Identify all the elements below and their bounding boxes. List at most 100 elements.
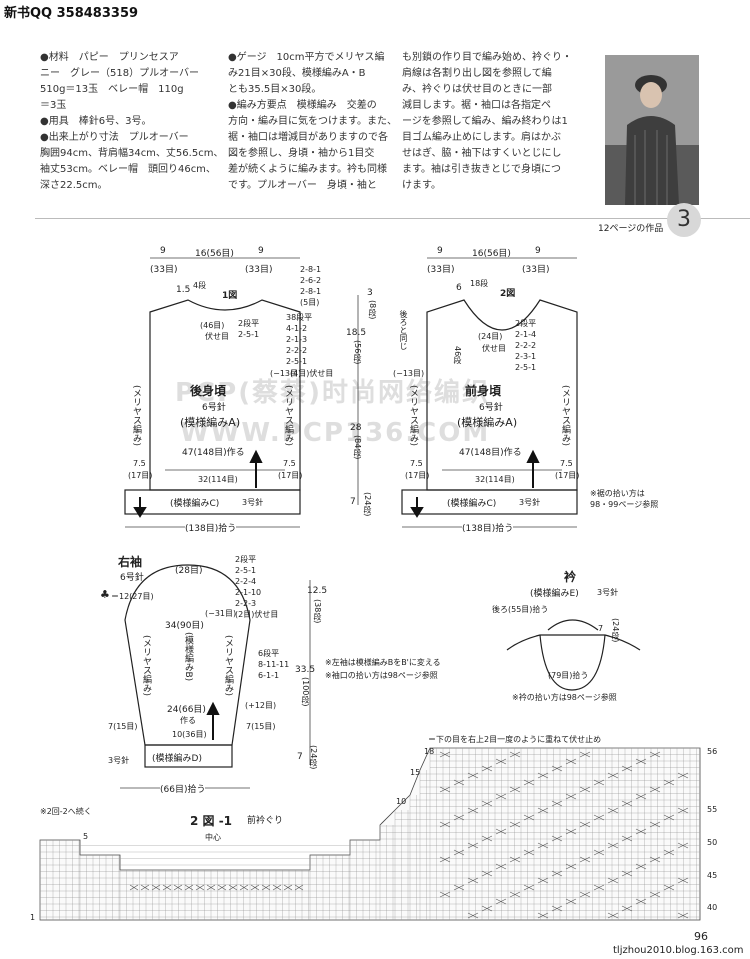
chart-cable-mark: [294, 884, 304, 891]
chart-legend: ＝下の目を右上2目一度のように重ねて伏せ止め: [428, 735, 602, 744]
watermark-line1: PCP(蔡蔡)时尚网络编织: [175, 378, 490, 408]
back-dim-18-5: 18.5: [346, 328, 367, 338]
instructions-line: ます。袖は引き抜きとじで身頃につ: [402, 164, 561, 175]
chart-cable-mark: [162, 884, 172, 891]
chart-cable-mark: [495, 828, 507, 835]
front-top-dim-center: 16(56目): [472, 249, 511, 259]
front-ribbing: (模様編みC): [447, 499, 497, 509]
back-body-name: 後身頃: [190, 384, 227, 398]
instructions-column: も別鎖の作り目で編み始め、衿ぐり・肩線は各割り出し図を参照して編み、衿ぐりは伏せ…: [402, 50, 592, 194]
sleeve-note2: ※袖口の拾い方は98ページ参照: [325, 671, 438, 680]
chart-cable-mark: [565, 793, 577, 800]
front-fig-label: 2図: [500, 289, 516, 299]
back-dim-56rows: (56段): [353, 340, 362, 365]
chart-cable-mark: [239, 884, 249, 891]
chart-row-45: 45: [707, 871, 718, 880]
chart-cable-mark: [250, 884, 260, 891]
chart-cable-mark: [565, 898, 577, 905]
collar-name: 衿: [564, 570, 577, 584]
chart-cable-mark: [635, 898, 647, 905]
sleeve-dim-33-5: 33.5: [295, 665, 316, 675]
chart-cable-mark: [537, 772, 549, 779]
sleeve-dim-38rows: (38段): [313, 599, 322, 624]
chart-cable-mark: [453, 779, 465, 786]
chart-row-50: 50: [707, 838, 718, 847]
front-left-note: 後ろと同じ: [399, 310, 408, 350]
chart-cable-mark: [579, 821, 591, 828]
back-neck-bind: 伏せ目: [205, 332, 229, 341]
sleeve-ribbing: (模様編みD): [152, 754, 202, 764]
chart-cable-mark: [453, 814, 465, 821]
back-dim-28: 28: [350, 423, 362, 433]
front-neck-dec-line: 2-2-2: [515, 341, 537, 350]
sleeve-hem-right: 7(15目): [246, 722, 276, 731]
chart-cable-mark: [621, 765, 633, 772]
back-dim-24rows: (24段): [363, 492, 372, 517]
instructions-line: 目ゴム編み止めにします。肩はかぶ: [402, 132, 561, 143]
front-neck-dec-line: 2-3-1: [515, 352, 537, 361]
gauge-line: 差が続くように編みます。衿も同様: [228, 164, 387, 175]
materials-line: ニー グレー（518）プルオーバー: [40, 68, 199, 79]
sleeve-cap-dec-line: 2段平: [235, 555, 257, 564]
chart-cable-mark: [565, 758, 577, 765]
chart-cable-mark: [537, 842, 549, 849]
front-neck-dec-line: 2-1-4: [515, 330, 537, 339]
back-width-make: 47(148目)作る: [182, 448, 245, 458]
back-top-dim-left: 9: [160, 246, 166, 256]
back-shoulder-dec-line: 2-8-1: [300, 265, 322, 274]
chart-cable-mark: [649, 751, 661, 758]
front-needle: 6号針: [479, 403, 503, 413]
chart-cable-mark: [663, 814, 675, 821]
front-hem-right-cm: 7.5: [560, 459, 573, 468]
front-minus13: (−13目): [393, 369, 425, 378]
sleeve-plus12: (+12目): [245, 701, 277, 710]
instructions-line: 減目します。裾・袖口は各指定ペ: [402, 100, 551, 111]
sleeve-dim-12-5: 12.5: [307, 586, 328, 596]
chart-cable-mark: [677, 877, 689, 884]
sleeve-dim-7: 7: [297, 752, 303, 762]
front-side-left: (メリヤス編み): [408, 385, 418, 447]
back-dim-8rows: (8段): [368, 300, 377, 320]
sleeve-center-width: 10(36目): [172, 730, 207, 739]
chart-cable-mark: [151, 884, 161, 891]
front-width-make: 47(148目)作る: [459, 448, 522, 458]
chart-cable-mark: [565, 828, 577, 835]
sleeve-dim-100rows: (100段): [301, 677, 310, 707]
front-note2: 98・99ページ参照: [590, 500, 659, 509]
sleeve-side-right: (メリヤス編み): [223, 635, 233, 697]
chart-cable-mark: [621, 835, 633, 842]
sleeve-club-icon: ♣: [100, 588, 110, 601]
back-arm-dec-line: 2-2-2: [286, 346, 308, 355]
back-hem-center: 32(114目): [198, 475, 238, 484]
chart-cable-mark: [495, 898, 507, 905]
chart-note-repeat: ※2回-2へ続く: [40, 807, 92, 816]
chart-cable-mark: [453, 884, 465, 891]
front-hem-left-st: (17目): [405, 471, 430, 480]
chart-cable-mark: [621, 905, 633, 912]
chart-cable-mark: [663, 849, 675, 856]
front-top-sub-right: (33目): [522, 265, 550, 275]
back-arm-dec-line: 4-1-2: [286, 324, 308, 333]
chart-cable-mark: [551, 835, 563, 842]
sleeve-inc-line: 6段平: [258, 649, 280, 658]
chart-title: 2 図 -1: [190, 814, 233, 828]
materials-line: 胸囲94cm、背肩幅34cm、丈56.5cm、: [40, 148, 224, 159]
sleeve-center-pattern: (模様編みB): [183, 632, 193, 682]
chart-cable-mark: [495, 793, 507, 800]
chart-cable-mark: [551, 870, 563, 877]
chart-cable-mark: [481, 835, 493, 842]
sleeve-side-left: (メリヤス編み): [141, 635, 151, 697]
back-dim-84rows: (84段): [353, 435, 362, 460]
separator-line: [35, 218, 750, 219]
chart-cable-mark: [649, 786, 661, 793]
chart-cable-mark: [579, 751, 591, 758]
chart-cable-mark: [495, 863, 507, 870]
back-hem-left-st: (17目): [128, 471, 153, 480]
sleeve-needle: 6号針: [120, 573, 144, 583]
chart-cable-mark: [481, 905, 493, 912]
chart-cable-mark: [481, 870, 493, 877]
sleeve-note1: ※左袖は模様編みBをB'に変える: [325, 658, 441, 667]
chart-cable-mark: [481, 765, 493, 772]
